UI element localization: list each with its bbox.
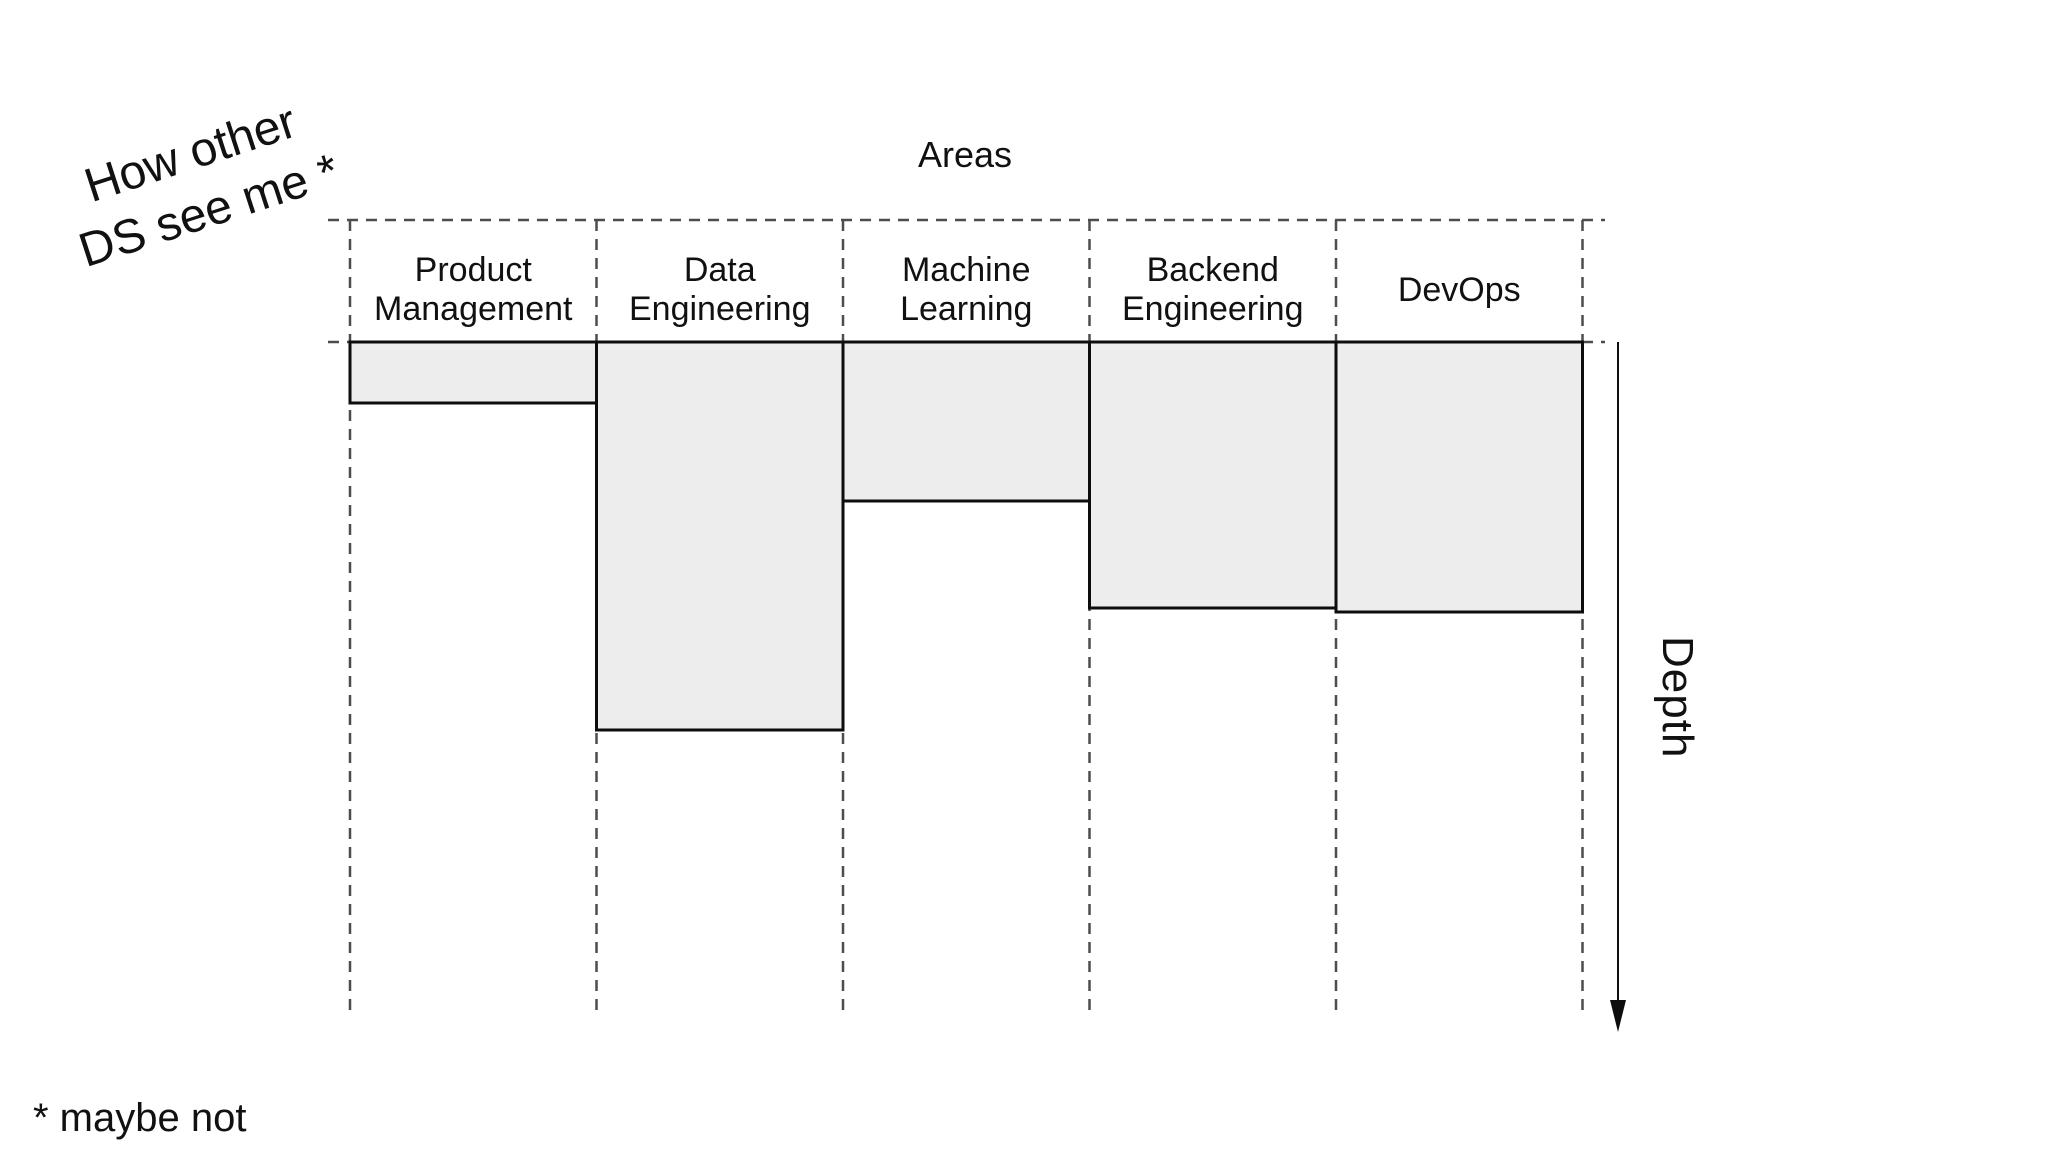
depth-arrowhead-icon [1610,1000,1626,1032]
bar-devops [1334,340,1584,614]
areas-axis-title: Areas [917,134,1013,175]
bar-data-engineering [595,340,845,732]
depth-axis-label: Depth [1653,636,1702,759]
bar-product-management [348,340,598,405]
footnote-maybe-not: * maybe not [33,1096,247,1140]
bar-machine-learning [841,340,1091,503]
bar-backend-engineering [1088,340,1338,610]
